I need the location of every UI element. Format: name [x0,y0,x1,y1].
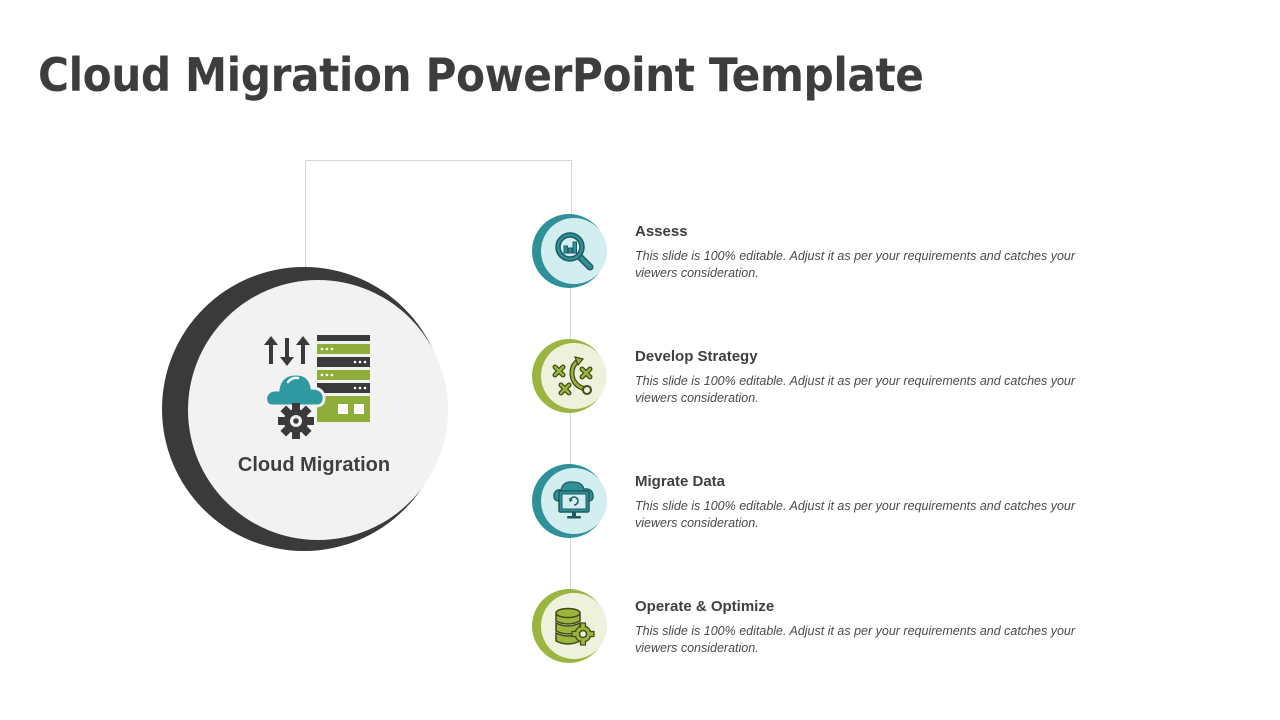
step-description: This slide is 100% editable. Adjust it a… [635,499,1076,530]
step-title: Assess [635,223,688,240]
step-description: This slide is 100% editable. Adjust it a… [635,249,1076,280]
database-gear-icon [555,607,595,646]
step-title: Migrate Data [635,473,726,490]
cloud-server-migration-icon [264,335,370,439]
step-description: This slide is 100% editable. Adjust it a… [635,374,1076,405]
cloud-monitor-sync-icon [553,481,594,519]
center-label: Cloud Migration [237,454,391,476]
step-title: Develop Strategy [635,348,758,365]
strategy-play-icon [552,356,593,396]
step-title: Operate & Optimize [635,598,775,615]
slide-title: Cloud Migration PowerPoint Template [38,48,924,102]
vertical-timeline-line [570,268,571,628]
step-description: This slide is 100% editable. Adjust it a… [635,624,1076,655]
magnifier-chart-icon [555,232,594,271]
